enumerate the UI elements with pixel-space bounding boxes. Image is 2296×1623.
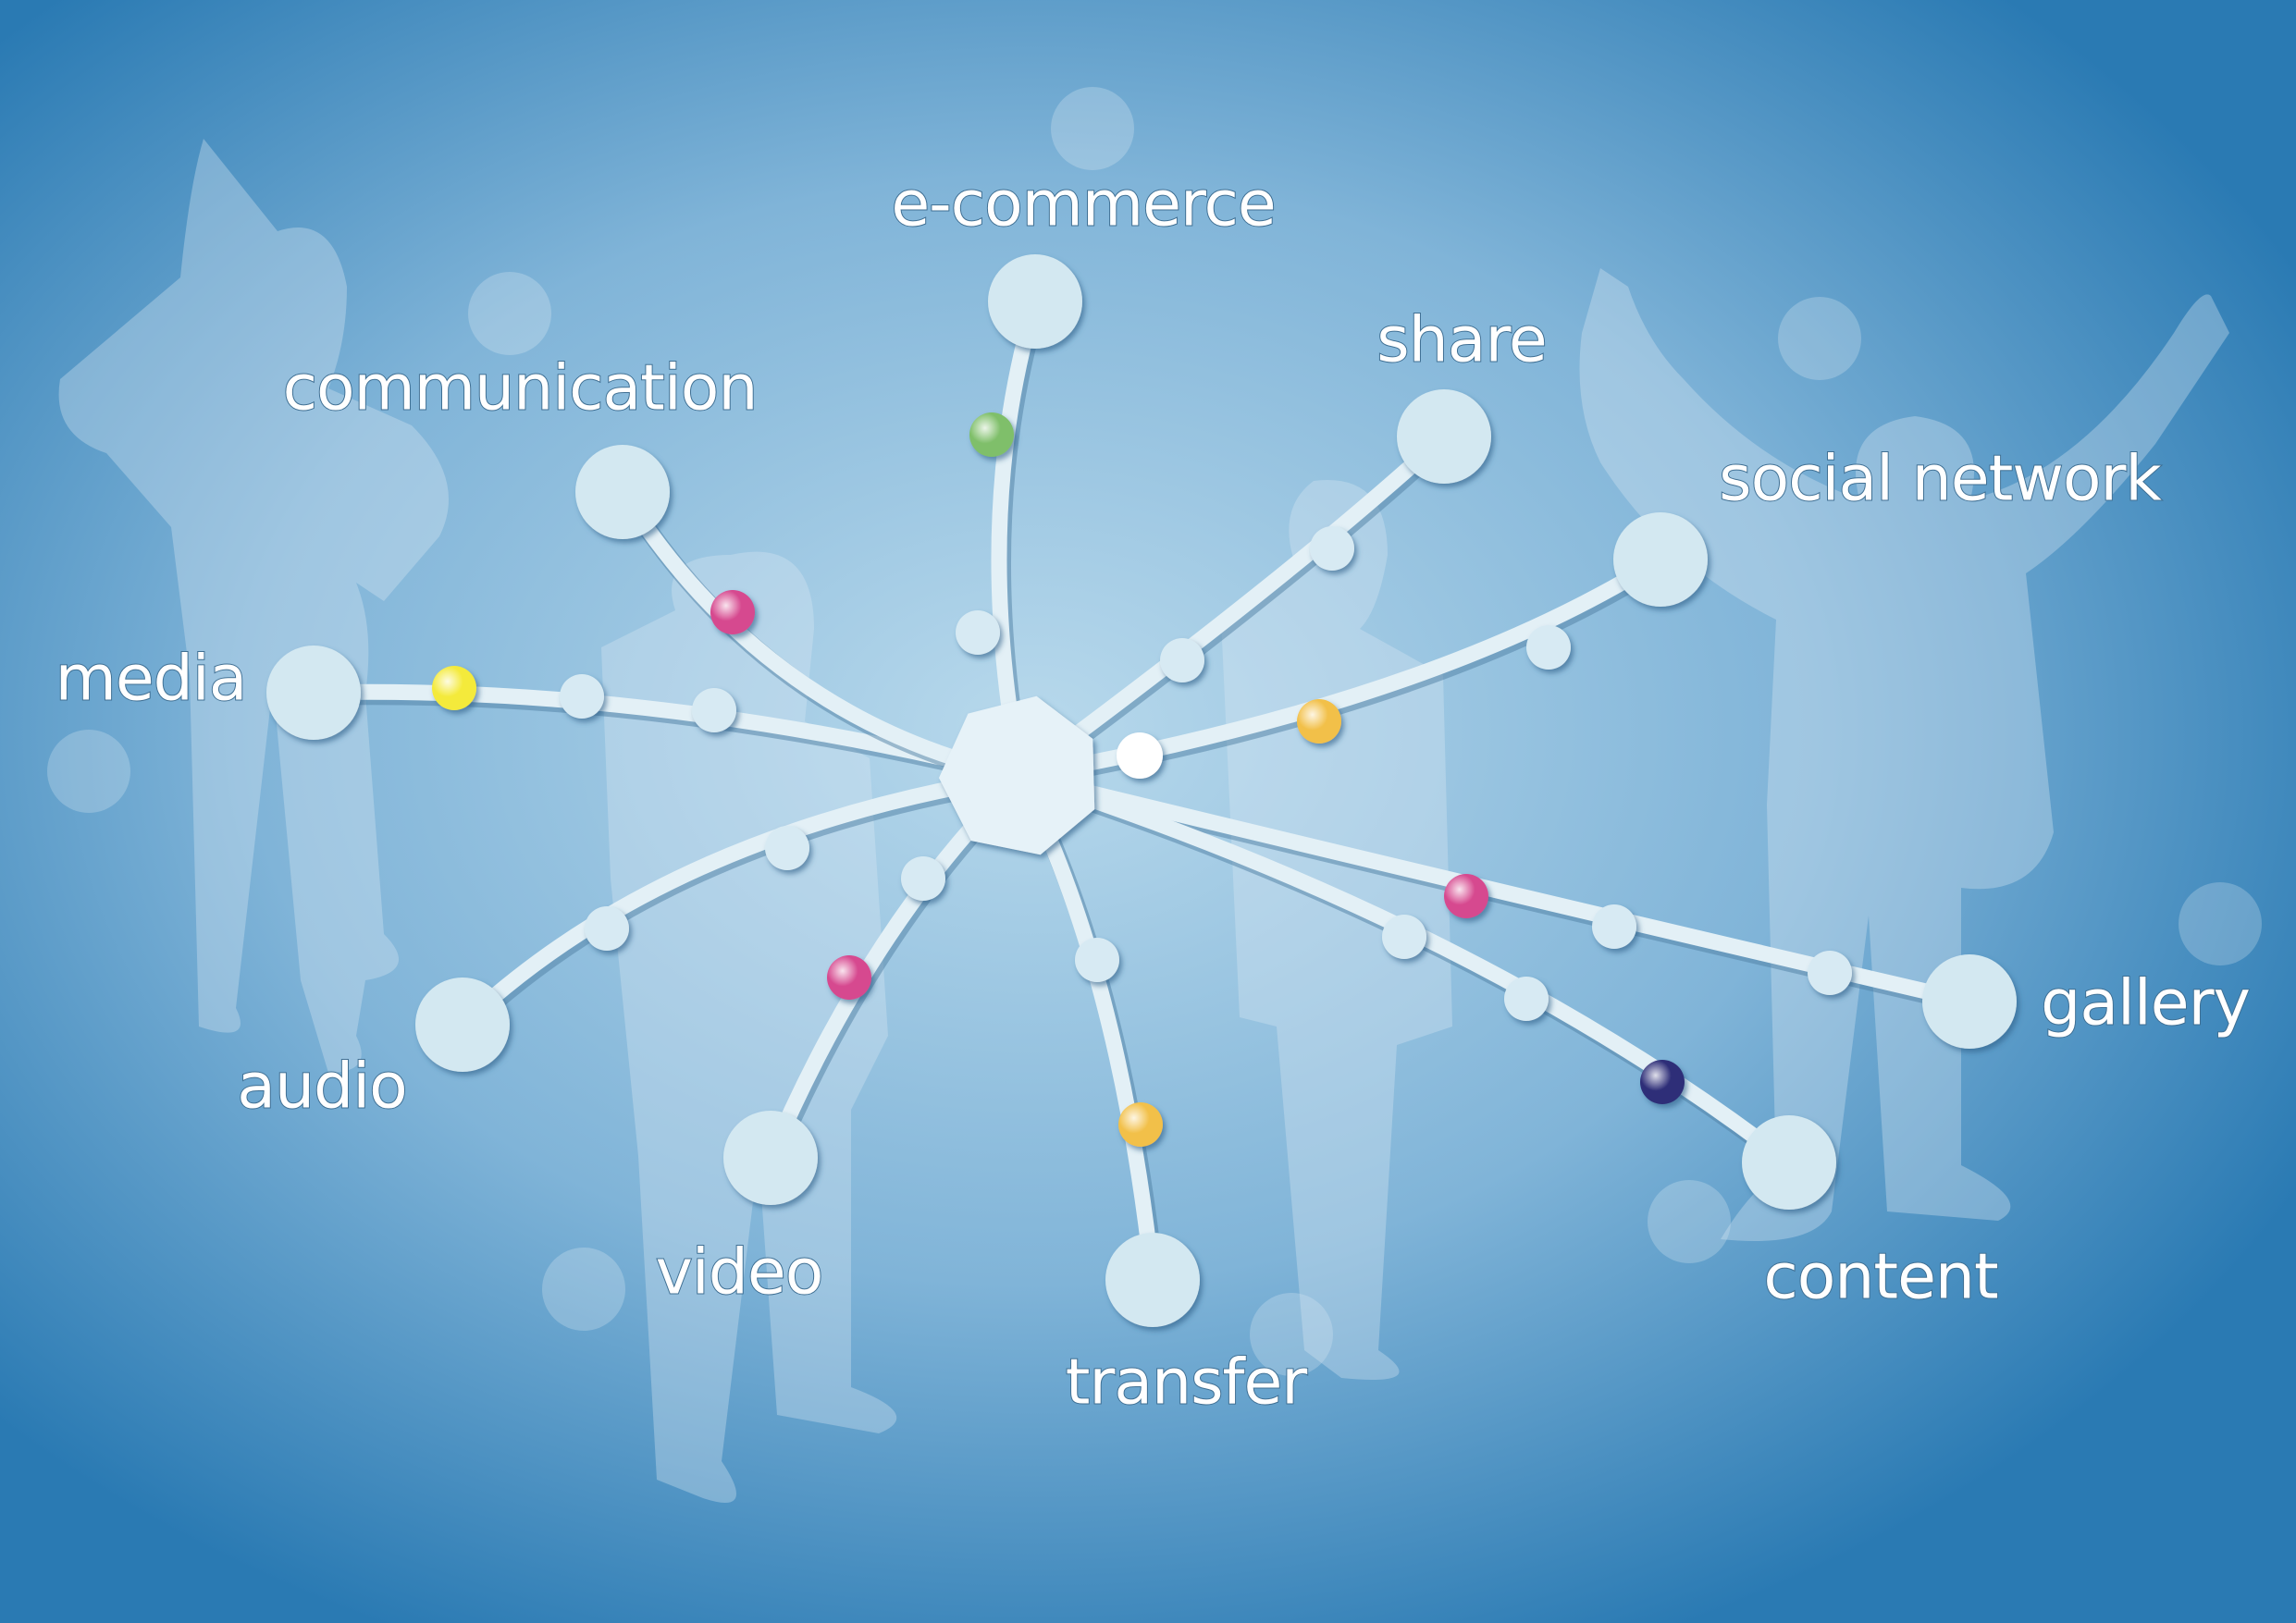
end-node-video[interactable] (723, 1111, 818, 1205)
woman-silhouette-left (58, 139, 450, 1073)
man-silhouette-right (1579, 268, 2229, 1241)
joint-node (1808, 951, 1852, 995)
joint-node (1310, 526, 1354, 571)
bead-highlight (1444, 874, 1488, 918)
end-node-media[interactable] (266, 646, 361, 740)
bead-highlight (432, 666, 476, 710)
joint-node (1075, 938, 1119, 982)
decorative-circles (47, 87, 2262, 1376)
branch-line (1012, 768, 1797, 1171)
bead-highlight (1118, 1102, 1163, 1147)
label-e-commerce: e-commerce (891, 168, 1275, 241)
label-share: share (1376, 304, 1547, 377)
branch-audio (415, 768, 1032, 1072)
branches (266, 254, 2017, 1327)
branch-line (454, 768, 1029, 1033)
end-node-gallery[interactable] (1922, 954, 2017, 1049)
joint-node (1592, 904, 1636, 949)
end-node-e-commerce[interactable] (988, 254, 1082, 349)
label-media: media (56, 643, 247, 716)
label-social-network: social network (1719, 443, 2162, 516)
branch-gallery (1012, 768, 2017, 1049)
end-node-social-network[interactable] (1613, 512, 1708, 607)
end-node-share[interactable] (1397, 389, 1491, 484)
joint-node (956, 610, 1000, 655)
joint-node (1382, 915, 1426, 959)
branch-share (1012, 389, 1491, 789)
bead-highlight (1640, 1060, 1685, 1104)
end-node-communication[interactable] (575, 445, 670, 539)
bead-highlight (969, 412, 1014, 457)
end-node-audio[interactable] (415, 977, 510, 1072)
label-transfer: transfer (1066, 1346, 1308, 1420)
bead-highlight (1297, 699, 1341, 744)
joint-node (1160, 638, 1204, 682)
label-gallery: gallery (2041, 967, 2250, 1040)
label-communication: communication (283, 352, 758, 425)
label-video: video (656, 1236, 823, 1309)
label-content: content (1763, 1241, 1998, 1314)
branch-content (1012, 768, 1836, 1210)
branch-social-network (1012, 512, 1708, 789)
bead-highlight (710, 590, 755, 634)
joint-node (560, 674, 604, 719)
bead-highlight (827, 955, 871, 1000)
joint-node (1526, 625, 1571, 670)
joint-node (765, 826, 809, 870)
joint-node (1504, 977, 1549, 1021)
joint-node (585, 906, 629, 951)
white-bead (1117, 732, 1163, 779)
branch-line (1012, 428, 1452, 784)
man-silhouette-center-left (601, 551, 897, 1503)
label-audio: audio (237, 1051, 406, 1124)
hub (939, 695, 1095, 855)
joint-node (901, 856, 945, 901)
people-silhouettes (58, 139, 2229, 1503)
end-node-content[interactable] (1742, 1115, 1836, 1210)
end-node-transfer[interactable] (1105, 1233, 1200, 1327)
woman-silhouette-center-right (1221, 480, 1452, 1380)
hub-heptagon[interactable] (939, 695, 1095, 855)
joint-node (692, 688, 736, 732)
labels: e-commerce share social network gallery cont… (55, 167, 2252, 1420)
